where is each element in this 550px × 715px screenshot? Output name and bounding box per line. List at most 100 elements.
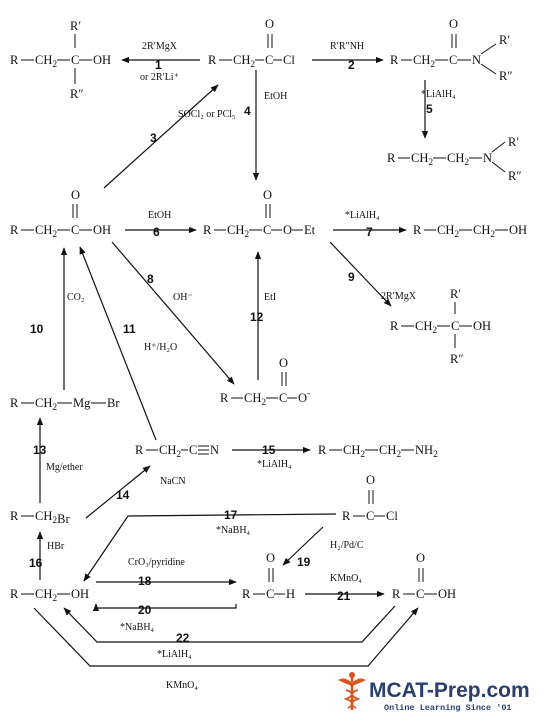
svg-text:C: C <box>366 509 374 523</box>
reagent-22: *LiAlH₄ <box>157 649 192 660</box>
carboxylic-acid-structure: R CH2 C OH O <box>10 188 111 240</box>
reagent-10: CO₂ <box>67 292 84 303</box>
svg-text:R: R <box>10 53 19 67</box>
svg-text:R′: R′ <box>70 19 81 33</box>
reaction-number-5: 5 <box>426 102 433 116</box>
primary-amine-structure: R CH2 CH2 NH2 <box>318 443 438 460</box>
reaction-number-7: 7 <box>366 225 373 239</box>
mcat-prep-logo: MCAT-Prep.com Online Learning Since '01 <box>338 672 530 713</box>
aldehyde-structure: R C H O <box>242 551 295 601</box>
reagent-9: 2R′MgX <box>381 291 417 302</box>
svg-text:CH2: CH2 <box>379 443 401 460</box>
svg-text:R: R <box>10 587 19 601</box>
reagent-16: HBr <box>47 541 65 552</box>
arrow-14 <box>85 465 151 519</box>
reagent-1a: 2R′MgX <box>142 41 178 52</box>
primary-alcohol-structure-2: R CH2 OH <box>10 587 89 604</box>
svg-text:C: C <box>189 443 197 457</box>
svg-text:CH2: CH2 <box>447 151 469 168</box>
reaction-number-13: 13 <box>33 443 47 457</box>
svg-text:R: R <box>387 151 396 165</box>
reagent-kmno4-outer: KMnO₄ <box>166 680 198 691</box>
reagent-15: *LiAlH₄ <box>257 459 292 470</box>
reaction-number-9: 9 <box>348 270 355 284</box>
svg-text:NH2: NH2 <box>415 443 438 460</box>
svg-text:R: R <box>342 509 351 523</box>
svg-text:O: O <box>416 551 425 565</box>
svg-text:R′: R′ <box>450 287 461 301</box>
reaction-number-22: 22 <box>176 631 190 645</box>
svg-text:R: R <box>10 396 19 410</box>
svg-text:O: O <box>283 223 292 237</box>
svg-text:C: C <box>416 587 424 601</box>
reaction-number-12: 12 <box>250 310 264 324</box>
svg-text:R″: R″ <box>499 69 513 83</box>
svg-text:R: R <box>392 587 401 601</box>
svg-text:O: O <box>366 473 375 487</box>
arrow-9 <box>329 241 392 307</box>
svg-text:R: R <box>10 509 19 523</box>
svg-text:Cl: Cl <box>386 509 398 523</box>
svg-text:CH2: CH2 <box>244 391 266 408</box>
caduceus-icon <box>338 672 366 710</box>
svg-text:R′: R′ <box>508 135 519 149</box>
grignard-structure: R CH2 Mg Br <box>10 396 120 413</box>
tertiary-amine-structure: R CH2 CH2 N R′ R″ <box>387 135 522 183</box>
svg-text:O-: O- <box>298 389 310 405</box>
acid-chloride-structure-2: R C Cl O <box>342 473 398 523</box>
reaction-number-16: 16 <box>29 556 43 570</box>
svg-text:R: R <box>220 391 229 405</box>
logo-brand: MCAT-Prep.com <box>369 679 530 702</box>
reaction-number-18: 18 <box>138 574 152 588</box>
svg-text:CH2Br: CH2Br <box>35 509 70 526</box>
reagent-2: R′R″NH <box>330 41 364 52</box>
svg-text:O: O <box>449 17 458 31</box>
reaction-number-15: 15 <box>262 443 276 457</box>
arrow-19 <box>282 526 324 566</box>
reaction-arrows <box>33 56 429 667</box>
svg-text:CH2: CH2 <box>473 223 495 240</box>
ethyl-ester-structure: R CH2 C O Et O <box>203 188 316 240</box>
reagent-13: Mg/ether <box>46 462 83 473</box>
svg-text:O: O <box>279 356 288 370</box>
reaction-number-1: 1 <box>155 58 162 72</box>
svg-text:O: O <box>71 188 80 202</box>
carboxylate-structure: R CH2 C O- O <box>220 356 310 408</box>
svg-text:R: R <box>208 53 217 67</box>
reaction-number-17: 17 <box>224 508 238 522</box>
svg-text:R: R <box>242 587 251 601</box>
svg-text:C: C <box>265 53 273 67</box>
svg-text:R: R <box>390 53 399 67</box>
svg-text:R: R <box>413 223 422 237</box>
svg-text:Mg: Mg <box>73 396 91 410</box>
svg-text:Et: Et <box>304 223 316 237</box>
svg-text:CH2: CH2 <box>35 53 57 70</box>
svg-text:CH2: CH2 <box>35 396 57 413</box>
acid-chloride-structure: R CH2 C Cl O <box>208 17 295 70</box>
svg-text:N: N <box>210 443 219 457</box>
reaction-number-21: 21 <box>337 589 351 603</box>
svg-text:O: O <box>266 551 275 565</box>
reaction-number-6: 6 <box>153 225 160 239</box>
svg-text:CH2: CH2 <box>159 443 181 460</box>
reagent-11: H⁺/H₂O <box>144 342 177 353</box>
svg-text:CH2: CH2 <box>35 223 57 240</box>
svg-text:Br: Br <box>107 396 120 410</box>
svg-text:CH2: CH2 <box>233 53 255 70</box>
carboxylic-acid-structure-2: R C OH O <box>392 551 456 601</box>
reagent-18: CrO₃/pyridine <box>128 557 185 568</box>
reagent-12: EtI <box>264 292 276 303</box>
svg-text:CH2: CH2 <box>411 151 433 168</box>
svg-text:R: R <box>10 223 19 237</box>
svg-text:CH2: CH2 <box>343 443 365 460</box>
svg-text:C: C <box>451 319 459 333</box>
reaction-number-14: 14 <box>116 488 130 502</box>
reagent-14: NaCN <box>160 476 186 487</box>
reaction-number-20: 20 <box>138 603 152 617</box>
svg-text:C: C <box>449 53 457 67</box>
alkyl-bromide-structure: R CH2Br <box>10 509 70 526</box>
svg-text:OH: OH <box>93 53 111 67</box>
svg-text:OH: OH <box>438 587 456 601</box>
reaction-number-3: 3 <box>150 131 157 145</box>
